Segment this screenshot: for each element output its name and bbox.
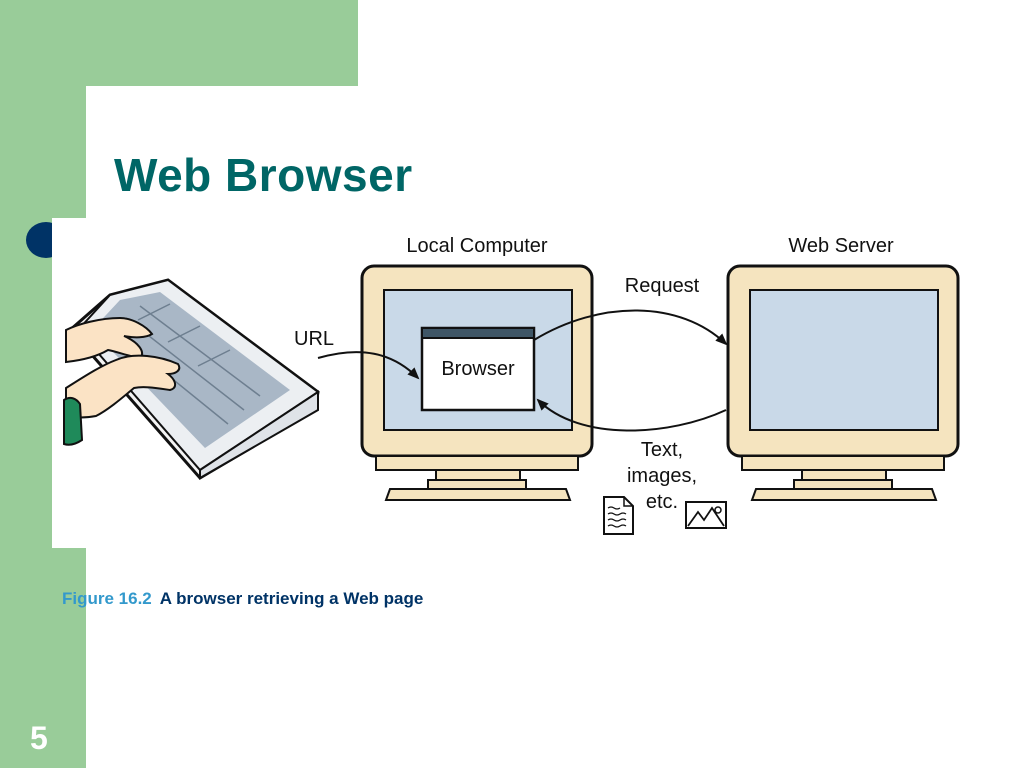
response-label-line1: Text,: [641, 439, 683, 461]
request-label: Request: [625, 275, 700, 297]
top-green-bar: [0, 0, 358, 86]
local-computer-label: Local Computer: [406, 235, 548, 257]
response-label-line3: etc.: [646, 491, 678, 513]
document-icon: [603, 496, 634, 535]
url-arrow: [317, 351, 420, 380]
figure-number: Figure 16.2: [62, 589, 152, 608]
browser-window: [420, 326, 536, 412]
figure-caption-text: A browser retrieving a Web page: [159, 589, 424, 608]
url-label: URL: [294, 328, 334, 350]
response-label-line2: images,: [627, 465, 697, 487]
figure-caption: Figure 16.2 A browser retrieving a Web pa…: [62, 589, 423, 609]
browser-label: Browser: [441, 358, 515, 380]
web-server-monitor: [726, 264, 960, 501]
hands-icon: [63, 316, 181, 446]
request-arrow: [533, 309, 728, 346]
web-server-label: Web Server: [788, 235, 894, 257]
response-arrow: [536, 398, 727, 432]
slide-title: Web Browser: [114, 149, 413, 201]
image-icon: [685, 501, 727, 529]
slide-number: 5: [30, 720, 48, 756]
